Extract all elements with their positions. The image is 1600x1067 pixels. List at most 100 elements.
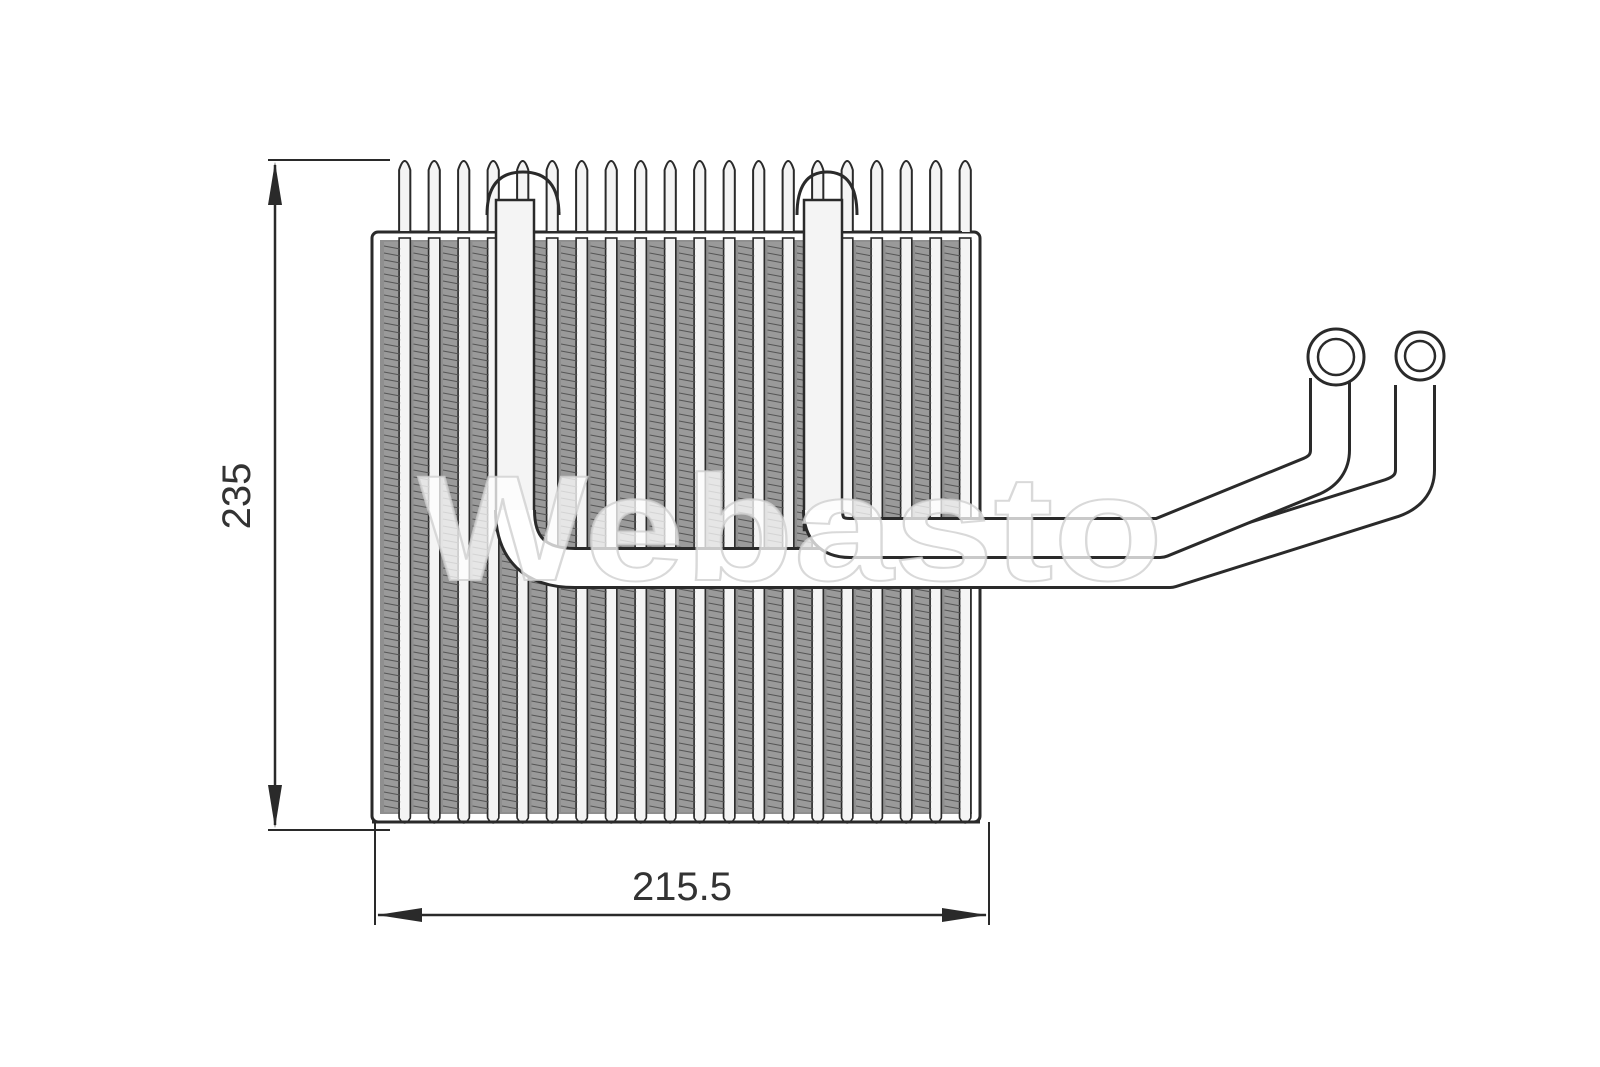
fin-corrugation: [678, 329, 696, 334]
fin-corrugation: [826, 679, 843, 684]
fin-corrugation: [767, 399, 784, 404]
fin-corrugation: [590, 651, 607, 656]
fin-corrugation: [472, 385, 489, 390]
fin-corrugation: [531, 742, 548, 747]
fin-corrugation: [472, 581, 489, 586]
fin-corrugation: [501, 595, 519, 600]
fin-corrugation: [855, 378, 873, 383]
fin-corrugation: [678, 707, 696, 712]
fin-corrugation: [560, 266, 578, 271]
fin-corrugation: [737, 280, 755, 285]
fin-corrugation: [708, 651, 725, 656]
fin-corrugation: [737, 623, 755, 628]
fin-corrugation: [678, 322, 696, 327]
fin-corrugation: [442, 476, 460, 481]
fin-corrugation: [708, 602, 725, 607]
fin-corrugation: [442, 518, 460, 523]
fin-corrugation: [531, 700, 548, 705]
fin-corrugation: [649, 511, 666, 516]
fin-corrugation: [442, 560, 460, 565]
fin-corrugation: [619, 763, 637, 768]
fin-corrugation: [885, 392, 902, 397]
fin-corrugation: [472, 560, 489, 565]
fin-corrugation: [560, 273, 578, 278]
fin-corrugation: [678, 385, 696, 390]
fin-corrugation: [619, 686, 637, 691]
fin-corrugation: [708, 693, 725, 698]
pipe-fitting-left: [1306, 327, 1366, 387]
fin-corrugation: [619, 539, 637, 544]
fin-corrugation: [767, 343, 784, 348]
fin-corrugation: [472, 623, 489, 628]
fin-corrugation: [885, 469, 902, 474]
fin-corrugation: [944, 497, 961, 502]
fin-corrugation: [649, 441, 666, 446]
fin-corrugation: [590, 679, 607, 684]
fin-corrugation: [442, 364, 460, 369]
fin-corrugation: [649, 756, 666, 761]
fin-corrugation: [914, 735, 932, 740]
fin-corrugation: [413, 532, 430, 537]
fin-corrugation: [796, 630, 814, 635]
fin-corrugation: [855, 490, 873, 495]
fin-corrugation: [619, 644, 637, 649]
fin-corrugation: [708, 721, 725, 726]
fin-corrugation: [413, 301, 430, 306]
fin-corrugation: [442, 406, 460, 411]
fin-corrugation: [944, 245, 961, 250]
fin-corrugation: [619, 399, 637, 404]
fin-corrugation: [826, 735, 843, 740]
fin-corrugation: [413, 525, 430, 530]
fin-corrugation: [944, 679, 961, 684]
fin-corrugation: [826, 595, 843, 600]
fin-corrugation: [796, 539, 814, 544]
fin-corrugation: [472, 315, 489, 320]
fin-corrugation: [796, 791, 814, 796]
fin-corrugation: [442, 665, 460, 670]
fin-corrugation: [885, 728, 902, 733]
fin-corrugation: [678, 308, 696, 313]
fin-corrugation: [796, 798, 814, 803]
fin-corrugation: [531, 644, 548, 649]
fin-corrugation: [914, 413, 932, 418]
fin-corrugation: [708, 315, 725, 320]
fin-corrugation: [855, 686, 873, 691]
fin-corrugation: [944, 483, 961, 488]
fin-corrugation: [501, 574, 519, 579]
fin-corrugation: [619, 413, 637, 418]
fin-corrugation: [649, 735, 666, 740]
fin-corrugation: [885, 252, 902, 257]
fin-corrugation: [678, 595, 696, 600]
fin-corrugation: [442, 399, 460, 404]
fin-corrugation: [708, 287, 725, 292]
fin-corrugation: [737, 525, 755, 530]
fin-corrugation: [472, 287, 489, 292]
fin-corrugation: [383, 539, 401, 544]
fin-corrugation: [383, 385, 401, 390]
tube-end-cap: [722, 160, 736, 232]
tube-end-cap: [870, 160, 884, 232]
fin-corrugation: [649, 651, 666, 656]
fin-corrugation: [501, 609, 519, 614]
fin-corrugation: [501, 714, 519, 719]
fin-corrugation: [944, 686, 961, 691]
fin-corrugation: [472, 329, 489, 334]
fin-corrugation: [413, 518, 430, 523]
fin-corrugation: [442, 763, 460, 768]
width-arrow-right: [942, 908, 987, 922]
fin-corrugation: [383, 805, 401, 810]
fin-corrugation: [678, 483, 696, 488]
fin-corrugation: [560, 749, 578, 754]
fin-corrugation: [914, 245, 932, 250]
fin-corrugation: [678, 672, 696, 677]
fin-corrugation: [649, 455, 666, 460]
fin-corrugation: [914, 714, 932, 719]
fin-corrugation: [855, 462, 873, 467]
fin-corrugation: [944, 392, 961, 397]
fin-corrugation: [914, 742, 932, 747]
fin-corrugation: [560, 721, 578, 726]
fin-corrugation: [501, 777, 519, 782]
fin-corrugation: [590, 273, 607, 278]
fin-corrugation: [383, 728, 401, 733]
fin-corrugation: [531, 658, 548, 663]
